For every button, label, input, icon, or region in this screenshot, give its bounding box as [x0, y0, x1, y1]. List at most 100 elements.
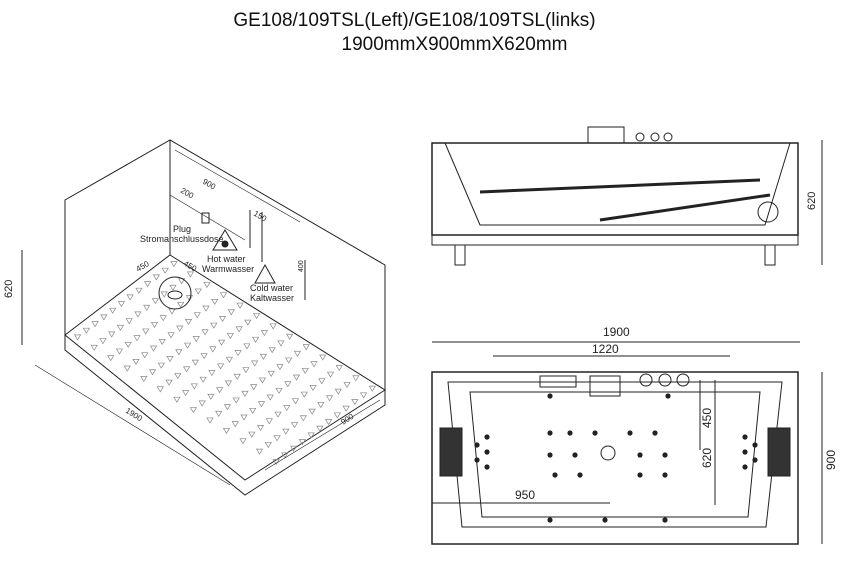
floor-tile-mark: [126, 294, 134, 301]
floor-tile-mark: [265, 418, 273, 425]
control-panel-icon: [539, 375, 577, 388]
jet-icon: [662, 452, 668, 458]
floor-tile-mark: [186, 271, 195, 278]
floor-tile-mark: [225, 356, 233, 363]
floor-tile-mark: [206, 417, 214, 424]
floor-tile-mark: [167, 332, 175, 339]
floor-tile-mark: [202, 305, 210, 312]
floor-tile-mark: [149, 345, 158, 352]
floor-tile-mark: [158, 338, 166, 346]
floor-tile-mark: [165, 379, 173, 386]
floor-tile-mark: [190, 383, 198, 390]
floor-tile-mark: [258, 377, 267, 384]
drain-icon-top: [600, 445, 616, 461]
floor-tile-mark: [135, 287, 143, 294]
jet-icon: [484, 434, 490, 440]
floor-tile-mark: [182, 366, 191, 373]
floor-tile-mark: [157, 362, 165, 369]
floor-tile-mark: [170, 261, 178, 268]
cold-label-de: Kaltwasser: [250, 293, 294, 303]
floor-tile-mark: [192, 336, 200, 343]
jet-icon: [484, 449, 490, 455]
jet-icon: [602, 517, 608, 523]
floor-tile-mark: [117, 301, 126, 308]
floor-tile-mark: [123, 365, 131, 372]
floor-tile-mark: [173, 396, 181, 403]
floor-tile-mark: [134, 311, 142, 318]
floor-tile-mark: [184, 318, 193, 326]
floor-tile-mark: [333, 412, 341, 419]
floor-tile-mark: [219, 292, 228, 299]
floor-tile-mark: [334, 388, 342, 395]
floor-tile-mark: [307, 432, 315, 439]
top-label-620: 620: [700, 448, 714, 468]
floor-tile-mark: [200, 353, 208, 360]
jet-icon: [652, 430, 658, 436]
floor-tile-mark: [252, 336, 260, 343]
jet-icon: [637, 472, 643, 478]
floor-tile-mark: [286, 333, 294, 340]
floor-tile-mark: [211, 298, 219, 306]
floor-tile-mark: [244, 319, 252, 326]
label-150: 150: [252, 209, 269, 224]
floor-tile-mark: [185, 295, 194, 302]
label-900-top: 900: [201, 177, 218, 192]
top-label-1900: 1900: [603, 325, 630, 339]
floor-tile-mark: [215, 410, 223, 417]
floor-tile-mark: [183, 342, 192, 349]
floor-tile-mark: [241, 390, 249, 397]
floor-tile-mark: [193, 312, 201, 319]
floor-tile-mark: [302, 344, 310, 351]
floor-tile-mark: [199, 376, 207, 383]
floor-tile-mark: [148, 369, 157, 376]
hot-label-de: Warmwasser: [202, 264, 254, 274]
label-620: 620: [3, 280, 15, 298]
jet-icon: [742, 464, 748, 470]
label-400: 400: [298, 260, 305, 272]
floor-tile-mark: [100, 314, 108, 321]
floor-tile-mark: [222, 427, 231, 435]
pillow-icon: [589, 375, 621, 397]
floor-tile-mark: [82, 327, 91, 334]
floor-tile-mark: [368, 385, 376, 392]
jet-icon: [627, 430, 633, 436]
label-900: 900: [339, 412, 356, 427]
floor-tile-mark: [152, 274, 161, 281]
floor-tile-mark: [343, 382, 351, 389]
cold-water-icon: [254, 263, 276, 284]
plug-label: Plug: [173, 224, 191, 234]
floor-tile-mark: [308, 408, 316, 415]
jet-icon: [484, 464, 490, 470]
floor-tile-mark: [161, 267, 169, 274]
floor-tile-mark: [276, 364, 284, 371]
floor-tile-mark: [140, 376, 148, 383]
floor-tile-mark: [234, 350, 242, 357]
floor-tile-mark: [189, 407, 198, 414]
floor-tile-mark: [74, 334, 82, 341]
floor-tile-mark: [299, 415, 307, 422]
cold-label: Cold water: [250, 283, 293, 293]
floor-tile-mark: [166, 356, 174, 363]
floor-tile-mark: [210, 322, 218, 329]
floor-tile-mark: [227, 309, 235, 316]
jet-icon: [752, 457, 758, 463]
floor-pattern: [74, 261, 376, 466]
floor-tile-mark: [232, 397, 240, 404]
top-view: 1900 1220 450 620 900 950: [431, 325, 838, 545]
floor-tile-mark: [116, 324, 125, 331]
jet-icon: [474, 442, 480, 448]
floor-tile-mark: [292, 374, 301, 381]
floor-tile-mark: [239, 438, 247, 445]
headrest-left: [439, 427, 463, 477]
floor-tile-mark: [99, 338, 107, 345]
top-label-900: 900: [824, 450, 838, 470]
floor-tile-mark: [251, 360, 259, 367]
floor-tile-mark: [273, 435, 281, 442]
floor-tile-mark: [259, 353, 268, 360]
floor-tile-mark: [298, 439, 306, 446]
floor-tile-mark: [198, 400, 206, 407]
floor-tile-mark: [176, 325, 184, 332]
hot-water-icon: [212, 229, 238, 251]
floor-tile-mark: [175, 349, 183, 356]
